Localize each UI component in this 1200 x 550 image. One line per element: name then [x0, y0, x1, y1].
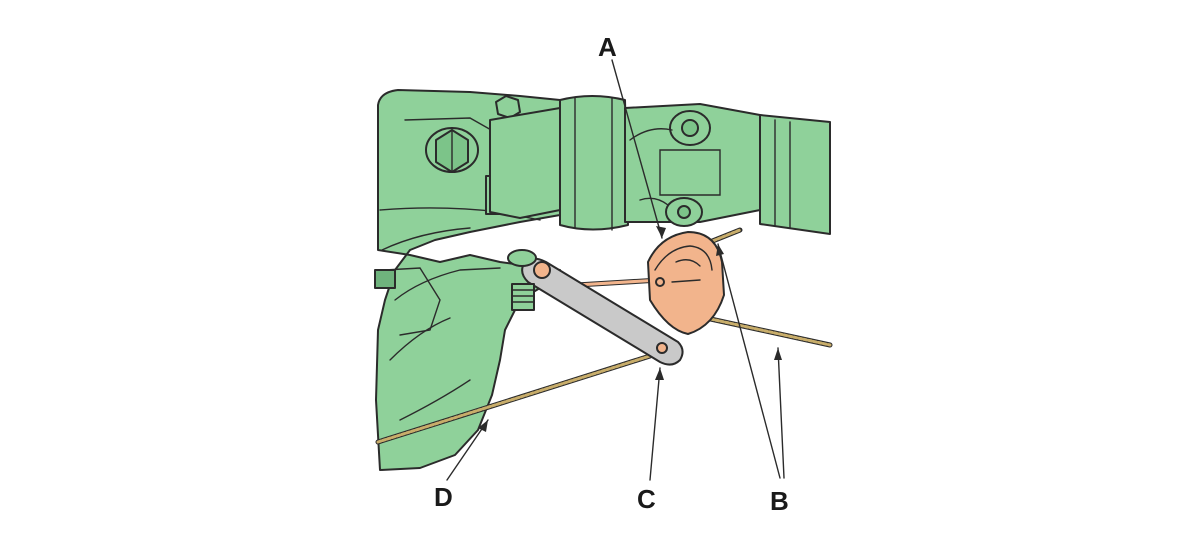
lever-mount: [507, 249, 537, 267]
top-nut: [495, 95, 521, 119]
hex-bolt: [425, 127, 479, 173]
housing-tab: [374, 269, 396, 289]
equalizer-body: [647, 231, 725, 335]
housing-rib-5: [399, 379, 471, 421]
lever-arm: [521, 257, 684, 366]
lever-spring: [511, 283, 535, 311]
housing-rib-2: [381, 227, 471, 251]
label-d: D: [434, 482, 453, 512]
brake-lever: [507, 249, 684, 366]
lever-pivot: [533, 261, 551, 279]
leader-b-2: [777, 347, 785, 479]
shaft-tube: [759, 114, 831, 235]
leader-b-1: [717, 243, 781, 479]
lever-end-hole: [656, 342, 668, 354]
drive-shaft: [559, 95, 831, 235]
axle-housing: [374, 89, 561, 471]
housing-rib-4: [389, 317, 451, 361]
label-b: B: [770, 486, 789, 516]
shaft-collar: [559, 95, 629, 231]
brake-cables: [375, 227, 833, 445]
leader-c: [649, 367, 661, 481]
leader-lines: [446, 59, 785, 481]
label-c: C: [637, 484, 656, 514]
equalizer: [647, 231, 725, 335]
label-a: A: [598, 32, 617, 62]
leader-d: [446, 419, 489, 481]
housing-neck: [489, 107, 561, 219]
housing-rib-6: [384, 267, 441, 336]
leader-a: [611, 59, 663, 239]
